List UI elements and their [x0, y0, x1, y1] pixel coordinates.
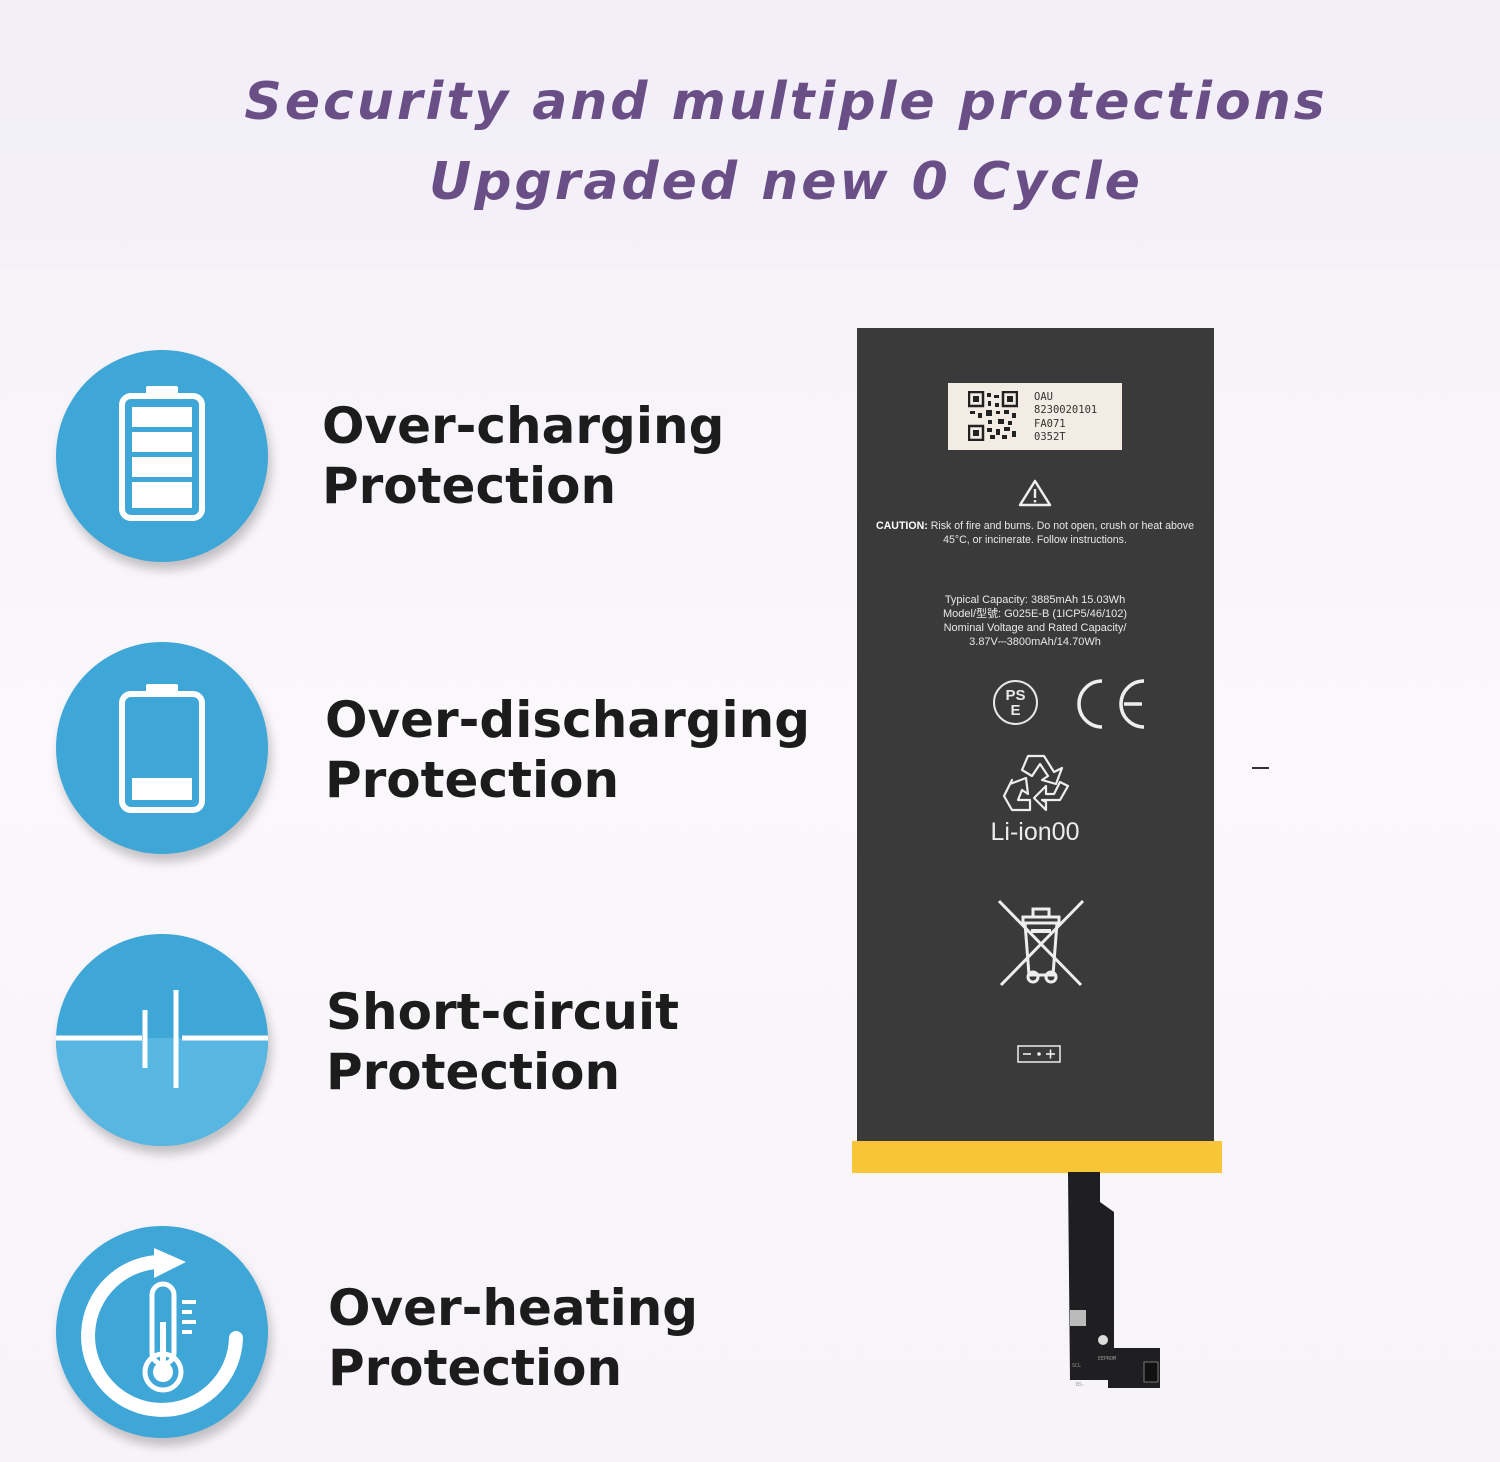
battery-label-codes: OAU 8230020101 FA071 0352T — [1034, 391, 1097, 444]
label-line: FA071 — [1034, 417, 1066, 430]
feature-title: Over-discharging Protection — [325, 690, 810, 810]
feature-title-line-2: Protection — [325, 751, 620, 809]
recycle-icon — [1002, 754, 1070, 812]
battery-chemistry-label: Li-ion00 — [990, 818, 1080, 846]
battery-label-sticker: OAU 8230020101 FA071 0352T — [948, 383, 1122, 450]
capacitor-icon — [56, 934, 268, 1146]
polarity-icon — [1017, 1045, 1061, 1063]
battery-tape — [852, 1141, 1222, 1173]
battery-specs: Typical Capacity: 3885mAh 15.03Wh Model/… — [872, 593, 1198, 649]
headline-line-2: Upgraded new 0 Cycle — [429, 152, 1143, 212]
feature-title-line-1: Over-discharging — [325, 691, 811, 749]
spec-line: Model/型號: G025E-B (1ICP5/46/102) — [942, 608, 1128, 620]
feature-title: Short-circuit Protection — [326, 982, 679, 1102]
svg-text:EEPROM: EEPROM — [1098, 1356, 1116, 1362]
stray-dash — [1252, 767, 1269, 769]
warning-triangle-icon — [1018, 479, 1052, 507]
spec-line: Nominal Voltage and Rated Capacity/ — [943, 622, 1127, 634]
feature-title-line-1: Short-circuit — [326, 983, 679, 1041]
spec-line: Typical Capacity: 3885mAh 15.03Wh — [944, 594, 1126, 606]
ce-mark-icon — [1077, 679, 1145, 729]
battery-caution-text: CAUTION: Risk of fire and burns. Do not … — [872, 519, 1198, 547]
caution-prefix: CAUTION: — [876, 520, 928, 532]
feature-title-line-1: Over-heating — [328, 1279, 699, 1337]
low-battery-icon — [56, 642, 268, 854]
label-line: 0352T — [1034, 430, 1066, 443]
thermometer-icon — [56, 1226, 268, 1438]
pse-mark-icon: PS E — [993, 680, 1038, 725]
feature-over-discharging: Over-discharging Protection — [0, 642, 820, 882]
feature-over-heating: Over-heating Protection — [0, 1226, 820, 1462]
feature-title-line-2: Protection — [326, 1043, 621, 1101]
label-line: 8230020101 — [1034, 404, 1098, 417]
header-band — [0, 0, 1500, 270]
feature-title: Over-heating Protection — [328, 1278, 698, 1398]
svg-text:BS-: BS- — [1076, 1382, 1085, 1388]
feature-short-circuit: Short-circuit Protection — [0, 934, 820, 1174]
svg-text:SCL: SCL — [1072, 1363, 1081, 1369]
feature-title: Over-charging Protection — [322, 396, 724, 516]
qr-code-icon — [968, 391, 1018, 441]
battery-body — [857, 328, 1214, 1143]
caution-body: Risk of fire and burns. Do not open, cru… — [927, 520, 1194, 546]
feature-title-line-2: Protection — [328, 1339, 623, 1397]
headline-line-1: Security and multiple protections — [244, 72, 1328, 132]
flex-cable-connector: SCL EEPROM BS- — [1068, 1172, 1160, 1388]
label-line: OAU — [1034, 391, 1053, 403]
spec-line: 3.87V⎓3800mAh/14.70Wh — [969, 636, 1101, 648]
feature-over-charging: Over-charging Protection — [0, 348, 820, 588]
feature-title-line-1: Over-charging — [322, 397, 725, 455]
feature-title-line-2: Protection — [322, 457, 617, 515]
full-battery-icon — [56, 350, 268, 562]
crossed-bin-icon — [997, 899, 1085, 987]
